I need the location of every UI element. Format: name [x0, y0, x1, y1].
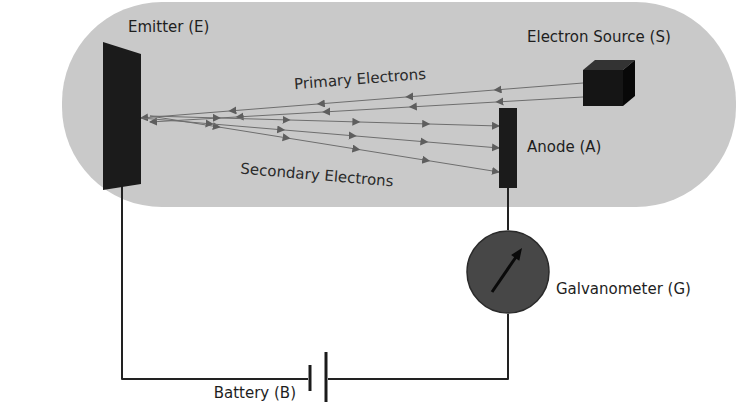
part-label: Anode (A): [527, 138, 601, 156]
anode-plate-shape: [499, 108, 517, 188]
part-label: Galvanometer (G): [556, 280, 691, 298]
emitter-plate: Emitter (E): [103, 42, 141, 190]
tube-envelope: [62, 2, 736, 207]
emitter-plate-shape: [103, 42, 141, 190]
circuit-wire: [328, 314, 508, 379]
edge-label: Primary Electrons: [294, 64, 427, 92]
battery-symbol: Battery (B): [308, 352, 328, 402]
edge-label: Secondary Electrons: [239, 160, 394, 191]
circuit-wire: [507, 188, 509, 230]
anode-plate: Anode (A): [499, 108, 517, 188]
electron-source: Electron Source (S): [583, 60, 635, 106]
part-label: Battery (B): [214, 384, 296, 402]
battery-symbol-shape: [308, 352, 328, 402]
galvanometer: Galvanometer (G): [466, 230, 550, 314]
electron-ray: [141, 118, 499, 148]
electron-source-shape: [583, 60, 635, 106]
circuit-wire: [122, 186, 308, 379]
galvanometer-shape: [466, 230, 550, 314]
part-label: Emitter (E): [128, 18, 209, 36]
part-label: Electron Source (S): [527, 28, 671, 46]
